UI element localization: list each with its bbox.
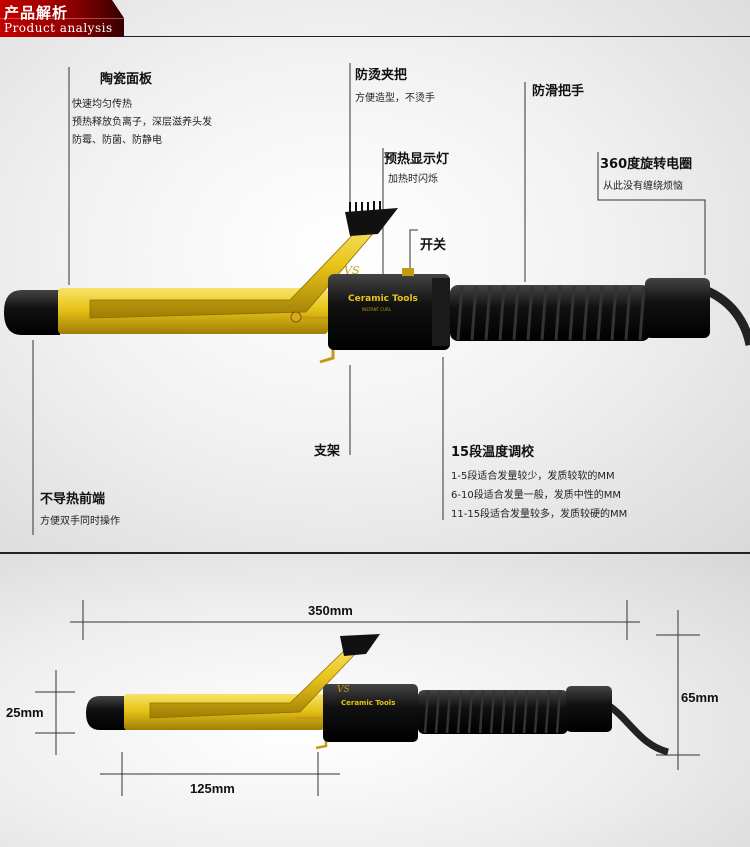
brand-logo: VS [344,264,360,277]
indicator-line-1: 加热时闪烁 [388,174,438,185]
header-title: 产品解析 [4,4,69,22]
ceramic-plate-line-1: 快速均匀传热 [72,99,132,110]
header-bar [0,0,750,37]
band-subtext: INSTANT CURL [362,307,392,312]
switch-title: 开关 [420,238,447,253]
temperature-line-2: 6-10段适合发量一般，发质中性的MM [451,490,621,501]
ceramic-plate-line-3: 防霉、防菌、防静电 [72,135,162,146]
swivel-line-1: 从此没有缠绕烦恼 [603,181,683,192]
tip-title: 不导热前端 [40,492,106,507]
dimension-panel [0,556,750,847]
dimension-height: 65mm [681,690,719,705]
tip-line-1: 方便双手同时操作 [40,516,120,527]
indicator-title: 预热显示灯 [384,152,450,167]
swivel-title: 360度旋转电圈 [600,157,693,172]
temperature-title: 15段温度调校 [451,445,535,460]
ceramic-plate-line-2: 预热释放负离子，深层滋养头发 [72,117,212,128]
band-text: Ceramic Tools [348,294,418,304]
stand-title: 支架 [314,444,341,459]
dimension-barrel-length: 125mm [190,781,235,796]
clamp-line-1: 方便造型，不烫手 [355,93,435,104]
temperature-line-3: 11-15段适合发量较多，发质较硬的MM [451,509,628,520]
grip-title: 防滑把手 [532,84,585,99]
clamp-title: 防烫夹把 [355,68,408,83]
panel-divider [0,552,750,554]
header-subtitle: Product analysis [4,21,113,35]
temperature-line-1: 1-5段适合发量较少，发质较软的MM [451,471,615,482]
curling-iron-illustration: VS Ceramic Tools INSTANT CURL [4,63,750,535]
dimension-barrel-diameter: 25mm [6,705,44,720]
dimension-length: 350mm [308,603,353,618]
ceramic-plate-title: 陶瓷面板 [100,72,153,87]
